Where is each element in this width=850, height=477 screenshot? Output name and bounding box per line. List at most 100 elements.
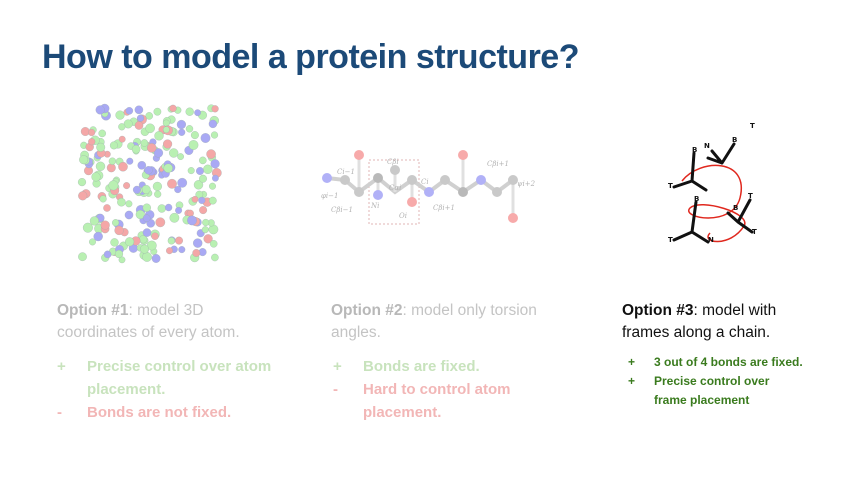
atom <box>199 156 207 165</box>
atom <box>210 159 220 169</box>
atom <box>145 112 153 120</box>
atom <box>174 185 182 194</box>
atom <box>166 247 173 255</box>
atom-c <box>373 173 383 183</box>
option-3-description: Option #3: model with frames along a cha… <box>622 300 822 344</box>
atom <box>89 238 96 246</box>
atom <box>192 249 201 257</box>
label-b: B <box>694 195 699 203</box>
atom-n <box>322 173 332 183</box>
bullet-text: 3 out of 4 bonds are fixed. <box>654 355 803 369</box>
atom <box>175 236 183 245</box>
atom <box>185 125 194 133</box>
atom-o <box>508 213 518 223</box>
bullet-text: Hard to control atom placement. <box>363 381 511 421</box>
atom <box>177 153 184 160</box>
atom <box>142 203 151 212</box>
atom-o <box>354 150 364 160</box>
frame-curve <box>681 164 746 243</box>
atom <box>131 144 141 154</box>
frame-lower-left <box>672 200 710 244</box>
atom <box>114 225 124 236</box>
atom <box>163 163 173 173</box>
atom-n <box>476 175 486 185</box>
atom <box>141 184 151 194</box>
bullet-mark: - <box>57 404 62 421</box>
atom <box>169 148 179 158</box>
atom-n <box>373 190 383 200</box>
atom <box>106 163 116 173</box>
atom <box>82 222 93 233</box>
atom <box>152 181 162 191</box>
atom <box>201 226 209 234</box>
atom-cloud <box>77 103 222 264</box>
label-c-beta-next: Cβi+1 <box>487 160 509 168</box>
atom <box>123 119 133 129</box>
atom <box>110 238 119 247</box>
atom <box>117 197 126 207</box>
atom <box>178 246 186 254</box>
atom <box>125 237 135 247</box>
atom <box>125 107 134 115</box>
atom <box>155 217 166 228</box>
atom-c <box>458 187 468 197</box>
atom <box>78 191 88 201</box>
option-1-rest: : model 3D coordinates of every atom. <box>57 302 240 341</box>
atom <box>187 215 197 226</box>
option-1-bullets: +Precise control over atom placement. - B… <box>57 355 287 424</box>
atom <box>77 178 87 187</box>
atom <box>93 231 103 242</box>
atom <box>203 164 213 174</box>
atom <box>154 190 162 198</box>
atom <box>151 232 159 240</box>
atom <box>125 200 133 208</box>
atom <box>108 157 117 165</box>
atom <box>163 139 173 149</box>
atom-cloud-figure <box>77 103 222 264</box>
atom <box>167 237 176 245</box>
label-b: B <box>692 146 697 154</box>
label-n: N <box>708 236 714 244</box>
atom <box>115 110 125 120</box>
backbone-chain <box>326 175 515 195</box>
atom <box>114 249 124 259</box>
atom <box>200 133 211 143</box>
option-2-rest: : model only torsion angles. <box>331 302 537 341</box>
frame-upper-right <box>706 142 736 165</box>
option-1-description: Option #1: model 3D coordinates of every… <box>57 300 287 344</box>
label-n-i: Ni <box>370 202 379 210</box>
bullet-text: Bonds are not fixed. <box>87 404 232 421</box>
bullet-mark: - <box>333 381 338 398</box>
label-c-beta-prev: Cβi−1 <box>331 206 353 214</box>
option-1-bullet-pro: +Precise control over atom placement. <box>57 355 287 401</box>
atom <box>96 142 106 152</box>
atom <box>211 253 219 262</box>
atom-c <box>407 175 417 185</box>
atom <box>135 209 145 220</box>
atom <box>167 178 177 189</box>
bullet-text: Bonds are fixed. <box>363 358 480 375</box>
label-t: T <box>752 228 757 236</box>
atom <box>89 216 99 226</box>
option-3-bullets: +3 out of 4 bonds are fixed. +Precise co… <box>628 353 838 410</box>
atom <box>193 238 203 248</box>
atom <box>164 203 173 212</box>
atom <box>95 161 106 171</box>
label-psi-next: ψi+2 <box>517 180 536 188</box>
atom <box>153 148 164 158</box>
atom <box>169 212 180 223</box>
atom <box>212 174 219 182</box>
option-2-lead: Option #2 <box>331 302 403 319</box>
atom-c <box>340 175 350 185</box>
atom <box>208 119 218 129</box>
atom <box>193 180 204 190</box>
atom <box>118 161 128 172</box>
atom <box>196 167 204 175</box>
label-c-beta-next-low: Cβi+1 <box>433 204 455 212</box>
atom <box>210 131 219 139</box>
atom <box>123 182 131 190</box>
label-c-beta: Cβi <box>387 158 399 166</box>
atom-o <box>407 197 417 207</box>
atom <box>142 214 151 222</box>
label-phi-prev: φi−1 <box>321 192 338 200</box>
